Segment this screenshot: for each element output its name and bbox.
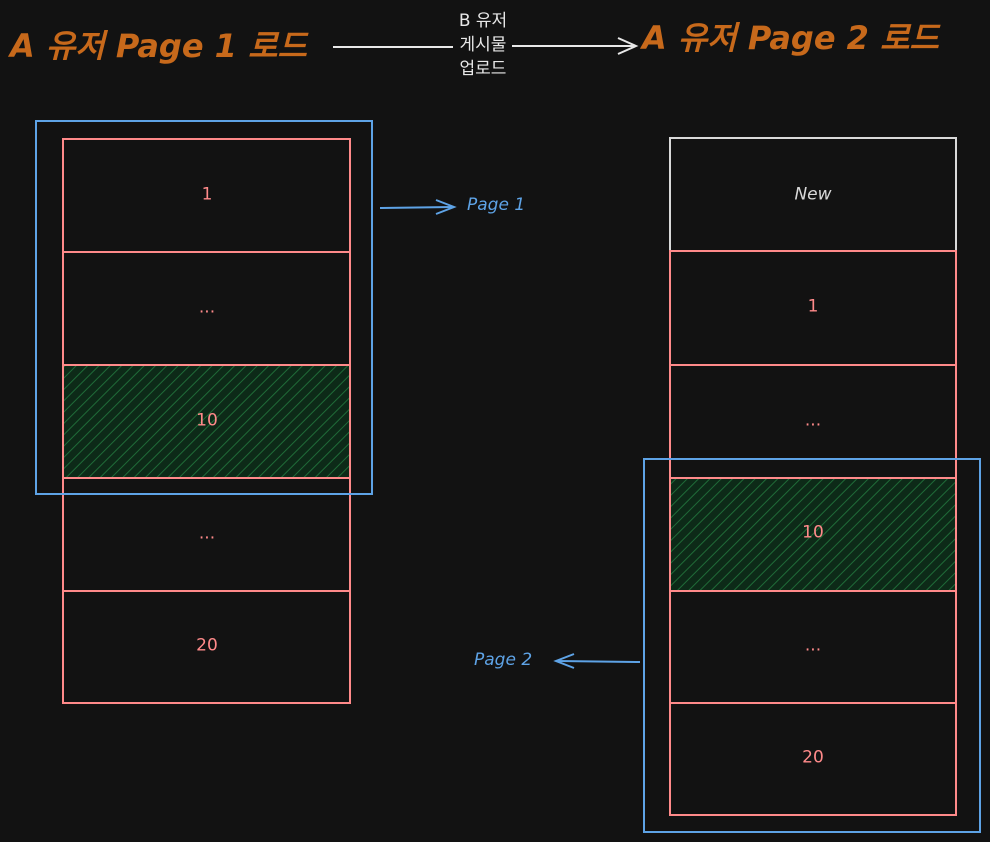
- transition-label-line-3: 업로드: [459, 59, 507, 79]
- left-cell-10-highlight: [62, 364, 351, 479]
- right-cell-label: ...: [804, 410, 822, 431]
- right-title: A 유저 Page 2 로드: [642, 19, 939, 57]
- right-cell-label: ...: [804, 635, 822, 656]
- left-title: A 유저 Page 1 로드: [10, 27, 307, 65]
- transition-label: B 유저 게시물 업로드: [448, 9, 518, 81]
- right-column: [669, 137, 957, 816]
- transition-label-line-2: 게시물: [459, 35, 507, 55]
- left-cell-label: ...: [198, 523, 216, 544]
- left-cell-20: [62, 590, 351, 704]
- left-cell-label: 1: [201, 184, 213, 205]
- right-cell-20: [669, 702, 957, 816]
- page2-label: Page 2: [474, 650, 533, 670]
- right-cell-label-new: New: [794, 184, 832, 205]
- right-cell-label: 10: [802, 522, 824, 543]
- page2-arrow: [553, 653, 641, 669]
- left-cell-label: 20: [196, 635, 218, 656]
- left-column: [62, 138, 351, 704]
- right-cell-10-highlight: [669, 477, 957, 592]
- page2-box: [643, 458, 981, 833]
- left-cell-label: 10: [196, 410, 218, 431]
- page1-box: [35, 120, 373, 495]
- transition-label-line-1: B 유저: [458, 11, 508, 31]
- left-cell-label: ...: [198, 297, 216, 318]
- page1-label: Page 1: [467, 195, 526, 215]
- transition-arrow: [333, 37, 639, 55]
- page1-arrow: [379, 199, 457, 215]
- right-cell-label: 20: [802, 747, 824, 768]
- right-cell-label: 1: [807, 296, 819, 317]
